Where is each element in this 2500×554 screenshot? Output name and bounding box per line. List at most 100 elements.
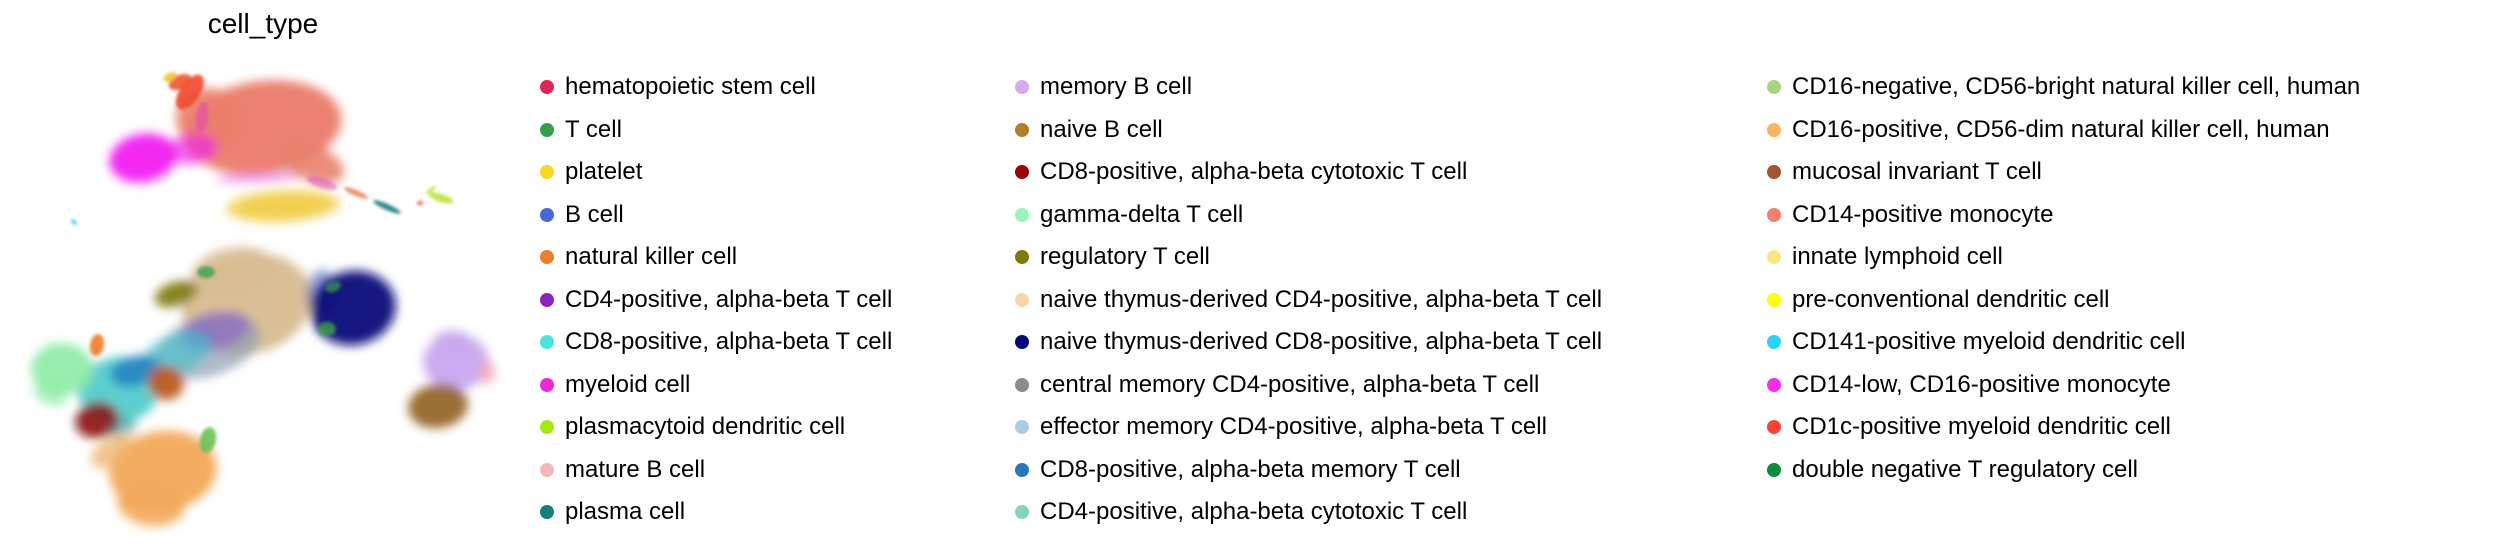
legend-label: mucosal invariant T cell <box>1792 158 2042 186</box>
legend-label: double negative T regulatory cell <box>1792 455 2139 483</box>
legend-color-dot-icon <box>1767 292 1781 307</box>
legend-color-dot-icon <box>1015 165 1029 180</box>
legend-label: plasma cell <box>565 498 686 526</box>
legend-column-3: CD16-negative, CD56-bright natural kille… <box>1767 66 2360 491</box>
legend-color-dot-icon <box>1767 207 1781 222</box>
legend-color-dot-icon <box>1015 292 1029 307</box>
legend-item: memory B cell <box>1015 66 1602 109</box>
legend-color-dot-icon <box>1015 122 1029 137</box>
legend-item: CD4-positive, alpha-beta T cell <box>540 279 892 322</box>
umap-cluster-blob <box>166 133 218 165</box>
legend-color-dot-icon <box>1015 420 1029 435</box>
legend-label: CD8-positive, alpha-beta T cell <box>565 328 893 356</box>
legend-item: mucosal invariant T cell <box>1767 151 2360 194</box>
legend-color-dot-icon <box>1767 377 1781 392</box>
umap-cluster-blob <box>148 365 184 401</box>
legend-color-dot-icon <box>1767 250 1781 265</box>
legend-label: myeloid cell <box>565 370 691 398</box>
legend-item: plasmacytoid dendritic cell <box>540 406 892 449</box>
legend-label: CD14-low, CD16-positive monocyte <box>1792 370 2171 398</box>
umap-cluster-blob <box>117 481 185 527</box>
legend-item: hematopoietic stem cell <box>540 66 892 109</box>
legend-label: CD16-positive, CD56-dim natural killer c… <box>1792 115 2330 143</box>
legend-item: myeloid cell <box>540 364 892 407</box>
umap-cluster-blob <box>31 343 93 395</box>
umap-cluster-blob <box>107 418 137 438</box>
umap-cluster-blob <box>90 435 136 469</box>
legend-color-dot-icon <box>1767 122 1781 137</box>
legend-label: CD4-positive, alpha-beta T cell <box>565 285 893 313</box>
legend-color-dot-icon <box>540 165 554 180</box>
legend-label: pre-conventional dendritic cell <box>1792 285 2110 313</box>
legend-label: platelet <box>565 158 643 186</box>
umap-cluster-blob <box>306 176 338 190</box>
legend-label: naive thymus-derived CD4-positive, alpha… <box>1040 285 1603 313</box>
legend-color-dot-icon <box>1015 250 1029 265</box>
legend-color-dot-icon <box>1015 80 1029 95</box>
legend-item: effector memory CD4-positive, alpha-beta… <box>1015 406 1602 449</box>
legend-item: plasma cell <box>540 491 892 534</box>
legend-label: central memory CD4-positive, alpha-beta … <box>1040 370 1540 398</box>
legend-color-dot-icon <box>540 122 554 137</box>
umap-cluster-blob <box>199 427 217 453</box>
legend-label: CD14-positive monocyte <box>1792 200 2054 228</box>
umap-cluster-blob <box>325 281 341 293</box>
legend-color-dot-icon <box>540 377 554 392</box>
legend-item: naive thymus-derived CD8-positive, alpha… <box>1015 321 1602 364</box>
legend-item: mature B cell <box>540 449 892 492</box>
legend-color-dot-icon <box>540 250 554 265</box>
umap-cluster-blob <box>71 219 77 225</box>
legend-label: natural killer cell <box>565 243 738 271</box>
legend-item: gamma-delta T cell <box>1015 194 1602 237</box>
legend-label: naive B cell <box>1040 115 1163 143</box>
legend-item: CD14-low, CD16-positive monocyte <box>1767 364 2360 407</box>
legend-item: B cell <box>540 194 892 237</box>
legend-item: CD16-positive, CD56-dim natural killer c… <box>1767 109 2360 152</box>
legend-color-dot-icon <box>1767 335 1781 350</box>
legend-color-dot-icon <box>1015 335 1029 350</box>
umap-cluster-blob <box>109 133 177 183</box>
umap-cluster-blob <box>238 195 328 219</box>
legend-color-dot-icon <box>540 420 554 435</box>
legend-item: T cell <box>540 109 892 152</box>
legend-item: central memory CD4-positive, alpha-beta … <box>1015 364 1602 407</box>
legend-item: CD8-positive, alpha-beta T cell <box>540 321 892 364</box>
umap-cluster-layer-soft <box>31 80 495 527</box>
umap-cluster-blob <box>33 382 67 406</box>
legend-item: CD16-negative, CD56-bright natural kille… <box>1767 66 2360 109</box>
legend-color-dot-icon <box>540 207 554 222</box>
umap-scatter-plot <box>31 72 495 527</box>
umap-cluster-blob <box>373 200 401 214</box>
legend-item: CD8-positive, alpha-beta cytotoxic T cel… <box>1015 151 1602 194</box>
legend-color-dot-icon <box>540 80 554 95</box>
legend-label: CD8-positive, alpha-beta memory T cell <box>1040 455 1461 483</box>
legend-color-dot-icon <box>540 335 554 350</box>
umap-cluster-blob <box>197 266 215 278</box>
legend-color-dot-icon <box>1767 462 1781 477</box>
umap-cluster-blob <box>343 187 369 199</box>
legend-label: gamma-delta T cell <box>1040 200 1244 228</box>
umap-cluster-blob <box>195 102 209 134</box>
umap-cluster-blob <box>408 383 468 429</box>
legend-color-dot-icon <box>540 292 554 307</box>
umap-cluster-blob <box>417 201 423 205</box>
legend-label: regulatory T cell <box>1040 243 1210 271</box>
legend-item: CD8-positive, alpha-beta memory T cell <box>1015 449 1602 492</box>
legend-item: naive B cell <box>1015 109 1602 152</box>
legend-color-dot-icon <box>540 505 554 520</box>
umap-cluster-blob <box>175 74 205 110</box>
legend-color-dot-icon <box>540 462 554 477</box>
legend-item: regulatory T cell <box>1015 236 1602 279</box>
legend-label: B cell <box>565 200 624 228</box>
legend-label: CD16-negative, CD56-bright natural kille… <box>1792 73 2361 101</box>
umap-cluster-blob <box>425 186 437 194</box>
umap-cluster-blob <box>428 192 454 204</box>
legend-color-dot-icon <box>1767 165 1781 180</box>
umap-cluster-blob <box>216 170 300 184</box>
umap-cluster-blob <box>479 360 495 384</box>
legend-color-dot-icon <box>1767 420 1781 435</box>
legend-item: naive thymus-derived CD4-positive, alpha… <box>1015 279 1602 322</box>
